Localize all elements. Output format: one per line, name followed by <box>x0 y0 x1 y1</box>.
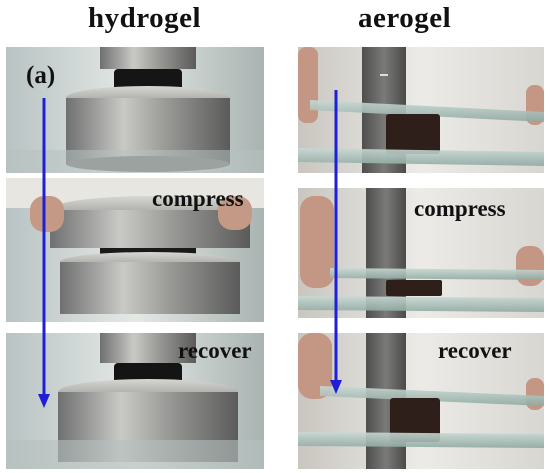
title-hydrogel: hydrogel <box>88 2 202 34</box>
hydrogel-photo-3 <box>6 333 264 469</box>
arrow-aerogel <box>330 90 342 394</box>
hydrogel-photo-2 <box>6 178 264 322</box>
hydrogel-compress-label: compress <box>152 186 244 211</box>
title-aerogel: aerogel <box>358 2 452 34</box>
hydrogel-photo-1 <box>6 47 264 173</box>
aerogel-photo-2 <box>298 188 544 318</box>
aerogel-compress-label: compress <box>414 196 506 221</box>
aerogel-photo-1 <box>298 47 544 173</box>
hydrogel-recover-label: recover <box>178 338 252 363</box>
aerogel-photo-3 <box>298 333 544 469</box>
arrow-hydrogel <box>38 98 50 408</box>
aerogel-recover-label: recover <box>438 338 512 363</box>
panel-label: (a) <box>26 62 56 89</box>
